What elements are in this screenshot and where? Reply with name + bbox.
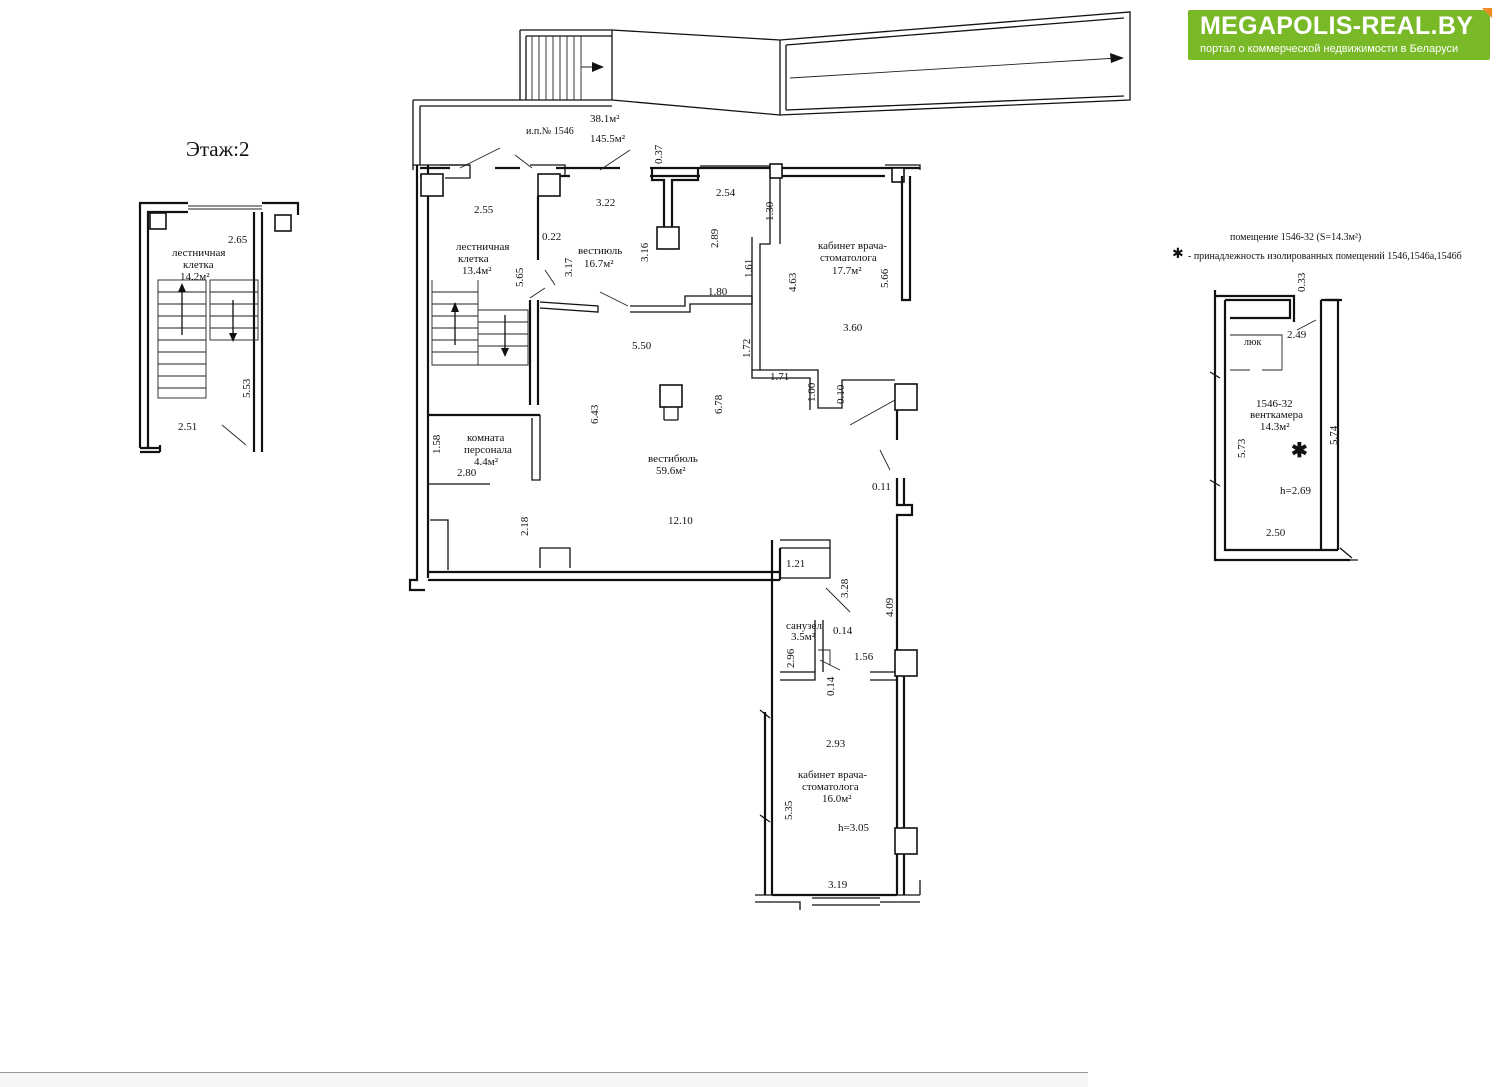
dim-0-14-a: 0.14 xyxy=(833,625,853,637)
dim-5-66: 5.66 xyxy=(879,268,891,288)
main-block-area-1: 38.1м² xyxy=(590,113,620,125)
dentist2-height: h=3.05 xyxy=(838,822,869,834)
dim-v-5-74: 5.74 xyxy=(1328,425,1340,445)
vent-name: венткамера xyxy=(1250,409,1303,421)
dim-2-96: 2.96 xyxy=(785,648,797,668)
vent-height: h=2.69 xyxy=(1280,485,1311,497)
stair-left-area: 14.2м² xyxy=(180,271,210,283)
vent-lyuk-label: люк xyxy=(1244,337,1261,348)
dim-0-10: 0.10 xyxy=(835,384,847,404)
legend-note: - принадлежность изолированных помещений… xyxy=(1188,251,1462,262)
staff-name-1: комната xyxy=(467,432,504,444)
main-building-walls xyxy=(408,11,1131,910)
vent-star-icon: ✱ xyxy=(1291,440,1308,462)
dim-0-11: 0.11 xyxy=(872,481,891,493)
dim-0-37: 0.37 xyxy=(653,144,665,164)
stair-main-area: 13.4м² xyxy=(462,265,492,277)
dim-v-2-50: 2.50 xyxy=(1266,527,1286,539)
dim-2-80: 2.80 xyxy=(457,467,477,479)
vent-area: 14.3м² xyxy=(1260,421,1290,433)
dim-2-55: 2.55 xyxy=(474,204,494,216)
vestibule-name: вестибюль xyxy=(648,453,698,465)
dim-3-60: 3.60 xyxy=(843,322,863,334)
left-stair-block xyxy=(138,201,300,454)
floor-title: Этаж:2 xyxy=(186,137,249,161)
dim-2-89: 2.89 xyxy=(709,228,721,248)
vestibule-small-name: вестиюль xyxy=(578,245,622,257)
dim-1-61: 1.61 xyxy=(743,259,755,278)
dim-6-43: 6.43 xyxy=(589,404,601,424)
dim-1-00: 1.00 xyxy=(806,382,818,402)
dim-1-80: 1.80 xyxy=(708,286,728,298)
megapolis-logo[interactable]: MEGAPOLIS-REAL.BY портал о коммерческой … xyxy=(1188,8,1492,60)
dim-0-14-b: 0.14 xyxy=(825,676,837,696)
stair-main-name-1: лестничная xyxy=(456,241,509,253)
dim-0-22: 0.22 xyxy=(542,231,561,243)
vent-chamber-block xyxy=(1209,290,1358,562)
dim-4-09: 4.09 xyxy=(884,597,896,617)
vent-number: 1546-32 xyxy=(1256,398,1293,410)
dim-2-18: 2.18 xyxy=(519,516,531,536)
stair-left-name-2: клетка xyxy=(183,259,214,271)
stair-left-name-1: лестничная xyxy=(172,247,225,259)
staff-area: 4.4м² xyxy=(474,456,499,468)
dim-v-0-33: 0.33 xyxy=(1296,272,1308,292)
dim-5-65: 5.65 xyxy=(514,267,526,287)
dim-v-2-49: 2.49 xyxy=(1287,329,1307,341)
dim-1-30: 1.30 xyxy=(764,201,776,221)
dim-5-50: 5.50 xyxy=(632,340,652,352)
dim-6-78: 6.78 xyxy=(713,394,725,414)
dentist1-name-2: стоматолога xyxy=(820,252,877,264)
dim-2-54: 2.54 xyxy=(716,187,736,199)
dim-3-16: 3.16 xyxy=(639,242,651,262)
dim-5-53: 5.53 xyxy=(241,378,253,398)
dim-3-17: 3.17 xyxy=(563,257,575,277)
dim-4-63: 4.63 xyxy=(787,272,799,292)
dentist1-area: 17.7м² xyxy=(832,265,862,277)
dim-3-22: 3.22 xyxy=(596,197,615,209)
main-block-number: и.п.№ 1546 xyxy=(526,126,574,137)
dim-2-51: 2.51 xyxy=(178,421,197,433)
dim-2-93: 2.93 xyxy=(826,738,846,750)
dim-1-71: 1.71 xyxy=(770,371,789,383)
dim-1-56: 1.56 xyxy=(854,651,874,663)
dim-2-65: 2.65 xyxy=(228,234,248,246)
vestibule-area: 59.6м² xyxy=(656,465,686,477)
dim-5-35: 5.35 xyxy=(783,800,795,820)
dim-v-5-73: 5.73 xyxy=(1236,438,1248,458)
logo-brand: MEGAPOLIS-REAL.BY xyxy=(1200,12,1474,40)
wc-name: санузел xyxy=(786,620,823,632)
wc-area: 3.5м² xyxy=(791,631,816,643)
dentist2-name-2: стоматолога xyxy=(802,781,859,793)
logo-corner-icon xyxy=(1482,8,1492,18)
dim-1-58: 1.58 xyxy=(431,434,443,454)
staff-name-2: персонала xyxy=(464,444,512,456)
dentist2-name-1: кабинет врача- xyxy=(798,769,867,781)
logo-tagline: портал о коммерческой недвижимости в Бел… xyxy=(1200,43,1459,55)
dentist2-area: 16.0м² xyxy=(822,793,852,805)
main-block-area-2: 145.5м² xyxy=(590,133,626,145)
dim-1-72: 1.72 xyxy=(741,339,753,358)
dentist1-name-1: кабинет врача- xyxy=(818,240,887,252)
legend-star-icon: ✱ xyxy=(1172,247,1184,262)
vestibule-small-area: 16.7м² xyxy=(584,258,614,270)
stair-main-name-2: клетка xyxy=(458,253,489,265)
dim-1-21: 1.21 xyxy=(786,558,805,570)
dim-3-28: 3.28 xyxy=(839,578,851,598)
bottom-strip xyxy=(0,1072,1088,1087)
legend-room-area: помещение 1546-32 (S=14.3м²) xyxy=(1230,232,1361,243)
dim-12-10: 12.10 xyxy=(668,515,693,527)
dim-3-19: 3.19 xyxy=(828,879,848,891)
